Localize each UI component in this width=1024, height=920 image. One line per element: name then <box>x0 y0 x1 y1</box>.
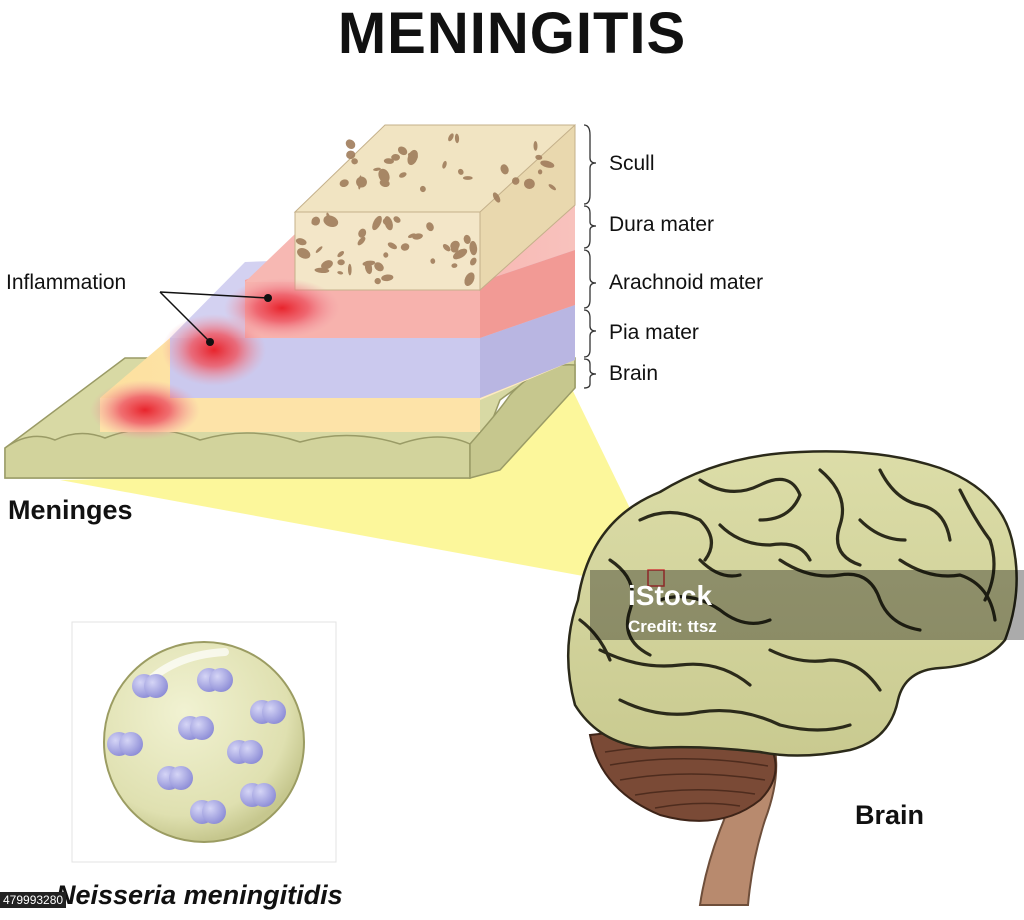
meninges-block <box>5 125 575 478</box>
bacterium <box>119 732 143 756</box>
label-pia-mater: Pia mater <box>609 321 699 345</box>
bacterium <box>144 674 168 698</box>
layer-brackets <box>584 125 596 388</box>
watermark-credit: Credit: ttsz <box>628 617 717 637</box>
bacterium <box>262 700 286 724</box>
inflammation-spot <box>90 380 200 440</box>
bacterium <box>252 783 276 807</box>
bacterium <box>169 766 193 790</box>
brain-drawing <box>568 451 1016 905</box>
watermark-brand: iStock <box>628 580 712 612</box>
label-inflammation: Inflammation <box>6 271 126 295</box>
bacterium <box>209 668 233 692</box>
bone-pore <box>463 176 473 180</box>
bone-pore <box>344 137 357 150</box>
label-meninges: Meninges <box>8 495 133 526</box>
stock-id: 479993280 <box>0 892 66 908</box>
label-arachnoid-mater: Arachnoid mater <box>609 271 763 295</box>
bacterium <box>190 716 214 740</box>
label-scull: Scull <box>609 152 655 176</box>
label-brain: Brain <box>855 800 924 831</box>
inflammation-spot <box>162 314 266 386</box>
bacterium <box>239 740 263 764</box>
label-bacteria: Neisseria meningitidis <box>56 880 343 911</box>
diagram-title: MENINGITIS <box>0 0 1024 67</box>
label-brain-layer: Brain <box>609 362 658 386</box>
bacterium <box>202 800 226 824</box>
label-dura-mater: Dura mater <box>609 213 714 237</box>
bacteria-panel <box>72 622 336 862</box>
